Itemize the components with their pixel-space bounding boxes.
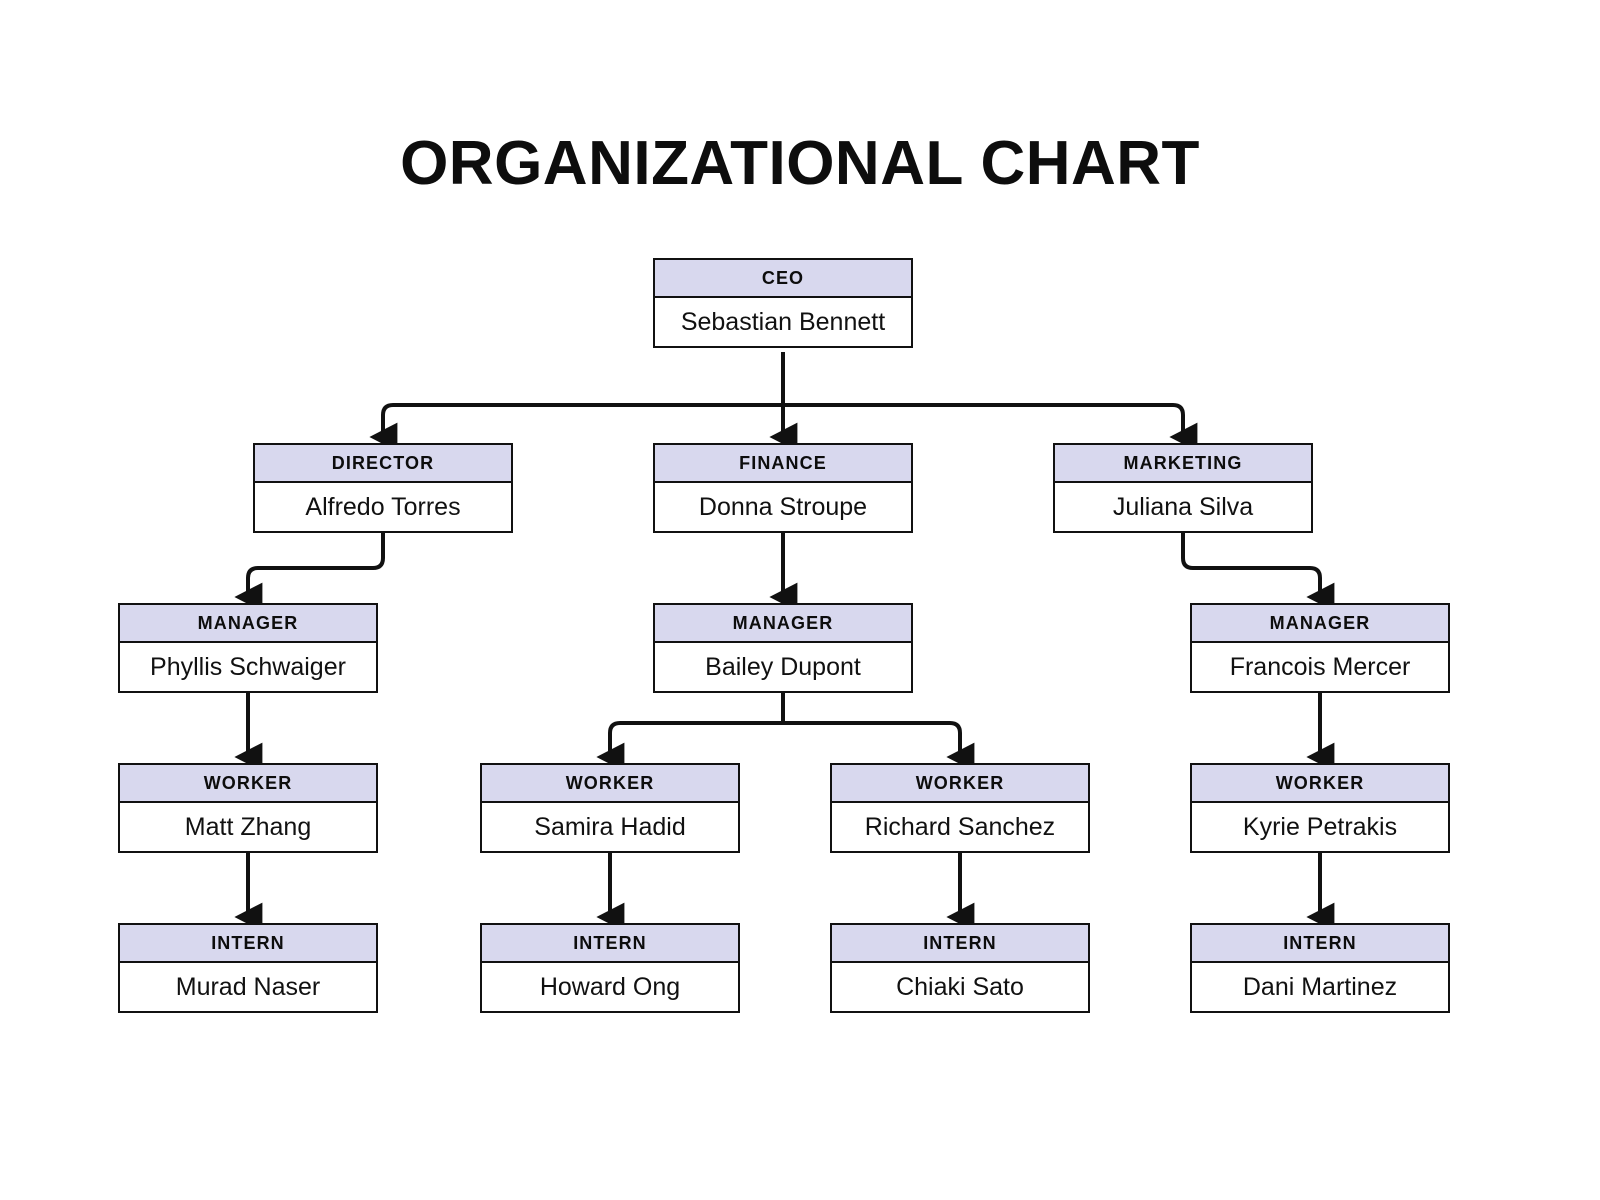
node-intern4-role: INTERN — [1192, 925, 1448, 963]
node-intern1[interactable]: INTERN Murad Naser — [118, 923, 378, 1013]
node-intern2-role: INTERN — [482, 925, 738, 963]
node-manager2-name: Bailey Dupont — [655, 643, 911, 691]
node-worker3-name: Richard Sanchez — [832, 803, 1088, 851]
node-ceo[interactable]: CEO Sebastian Bennett — [653, 258, 913, 348]
node-worker4-name: Kyrie Petrakis — [1192, 803, 1448, 851]
node-manager3[interactable]: MANAGER Francois Mercer — [1190, 603, 1450, 693]
node-manager1-role: MANAGER — [120, 605, 376, 643]
node-ceo-name: Sebastian Bennett — [655, 298, 911, 346]
connector-marketing-to-manager3 — [1181, 530, 1335, 612]
page-title: ORGANIZATIONAL CHART — [400, 129, 1200, 198]
node-director-role: DIRECTOR — [255, 445, 511, 483]
node-director-name: Alfredo Torres — [255, 483, 511, 531]
node-marketing-name: Juliana Silva — [1055, 483, 1311, 531]
node-worker4-role: WORKER — [1192, 765, 1448, 803]
node-ceo-role: CEO — [655, 260, 911, 298]
node-manager1[interactable]: MANAGER Phyllis Schwaiger — [118, 603, 378, 693]
node-worker1-role: WORKER — [120, 765, 376, 803]
node-worker2-name: Samira Hadid — [482, 803, 738, 851]
node-manager1-name: Phyllis Schwaiger — [120, 643, 376, 691]
node-worker1-name: Matt Zhang — [120, 803, 376, 851]
node-intern4-name: Dani Martinez — [1192, 963, 1448, 1011]
node-worker3-role: WORKER — [832, 765, 1088, 803]
connector-director-to-manager1 — [234, 530, 385, 612]
node-manager2[interactable]: MANAGER Bailey Dupont — [653, 603, 913, 693]
connector-bus-manager2-workers — [608, 721, 962, 753]
node-worker3[interactable]: WORKER Richard Sanchez — [830, 763, 1090, 853]
node-manager3-role: MANAGER — [1192, 605, 1448, 643]
node-intern3-name: Chiaki Sato — [832, 963, 1088, 1011]
node-intern1-role: INTERN — [120, 925, 376, 963]
node-worker2[interactable]: WORKER Samira Hadid — [480, 763, 740, 853]
node-intern3-role: INTERN — [832, 925, 1088, 963]
node-intern2-name: Howard Ong — [482, 963, 738, 1011]
node-director[interactable]: DIRECTOR Alfredo Torres — [253, 443, 513, 533]
node-intern2[interactable]: INTERN Howard Ong — [480, 923, 740, 1013]
node-marketing[interactable]: MARKETING Juliana Silva — [1053, 443, 1313, 533]
node-finance-role: FINANCE — [655, 445, 911, 483]
node-marketing-role: MARKETING — [1055, 445, 1311, 483]
node-manager2-role: MANAGER — [655, 605, 911, 643]
node-manager3-name: Francois Mercer — [1192, 643, 1448, 691]
node-intern1-name: Murad Naser — [120, 963, 376, 1011]
node-worker2-role: WORKER — [482, 765, 738, 803]
node-intern3[interactable]: INTERN Chiaki Sato — [830, 923, 1090, 1013]
node-intern4[interactable]: INTERN Dani Martinez — [1190, 923, 1450, 1013]
node-worker4[interactable]: WORKER Kyrie Petrakis — [1190, 763, 1450, 853]
node-finance[interactable]: FINANCE Donna Stroupe — [653, 443, 913, 533]
node-finance-name: Donna Stroupe — [655, 483, 911, 531]
connector-bus-departments — [381, 403, 1185, 435]
node-worker1[interactable]: WORKER Matt Zhang — [118, 763, 378, 853]
